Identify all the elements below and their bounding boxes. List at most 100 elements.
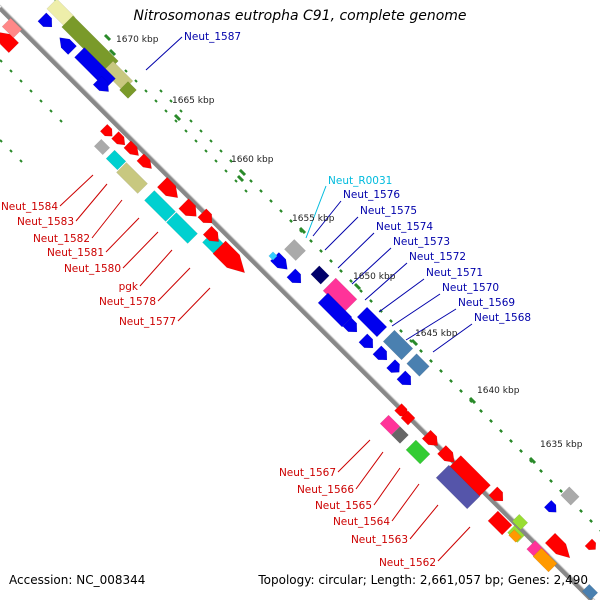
- scale-label: 1655 kbp: [292, 214, 335, 224]
- major-tick: [468, 396, 477, 405]
- gene-feature: [356, 306, 388, 338]
- gene-label[interactable]: Neut_1576: [343, 189, 400, 201]
- gene-feature: [437, 445, 455, 463]
- tick-dot: [159, 89, 163, 93]
- tick-dot: [279, 209, 283, 213]
- gene-label[interactable]: Neut_1569: [458, 297, 515, 309]
- scale-label: 1645 kbp: [415, 329, 458, 339]
- tick-dot: [319, 249, 323, 253]
- gene-label[interactable]: Neut_1583: [17, 216, 74, 228]
- gene-feature: [144, 190, 176, 222]
- gene-label[interactable]: Neut_1587: [184, 31, 241, 43]
- gene-feature: [488, 486, 504, 502]
- gene-feature: [111, 131, 126, 146]
- gene-label[interactable]: Neut_1564: [333, 516, 390, 528]
- gene-label[interactable]: Neut_1578: [99, 296, 156, 308]
- tick-dot: [174, 119, 178, 123]
- scale-label: 1665 kbp: [172, 96, 215, 106]
- gene-label[interactable]: Neut_1568: [474, 312, 531, 324]
- label-connector-line: [391, 483, 420, 522]
- tick-dot: [559, 489, 563, 493]
- tick-dot: [194, 139, 198, 143]
- gene-label[interactable]: Neut_1565: [315, 500, 372, 512]
- gene-feature: [511, 513, 529, 531]
- gene-feature: [105, 149, 127, 171]
- gene-feature: [543, 499, 557, 513]
- tick-dot: [499, 429, 503, 433]
- gene-feature: [372, 345, 388, 361]
- label-connector-line: [145, 36, 183, 71]
- gene-feature: [386, 359, 400, 373]
- gene-label[interactable]: Neut_1562: [379, 557, 436, 569]
- label-connector-line: [409, 504, 439, 540]
- gene-feature: [406, 353, 430, 377]
- gene-feature: [212, 240, 246, 274]
- gene-label[interactable]: Neut_1580: [64, 263, 121, 275]
- label-connector-line: [373, 467, 401, 506]
- gene-feature: [584, 538, 597, 551]
- gene-label[interactable]: Neut_1575: [360, 205, 417, 217]
- label-connector-line: [157, 267, 191, 302]
- tick-dot: [9, 149, 13, 153]
- gene-label[interactable]: Neut_1570: [442, 282, 499, 294]
- major-tick: [353, 282, 362, 291]
- label-connector-line: [91, 199, 123, 239]
- gene-label[interactable]: Neut_1582: [33, 233, 90, 245]
- tick-dot: [289, 219, 293, 223]
- tick-dot: [164, 109, 168, 113]
- scale-label: 1650 kbp: [353, 272, 396, 282]
- major-tick: [108, 48, 117, 57]
- gene-feature: [405, 439, 431, 465]
- tick-dot: [179, 109, 183, 113]
- tick-dot: [439, 369, 443, 373]
- tick-dot: [219, 149, 223, 153]
- major-tick: [103, 33, 112, 42]
- gene-label[interactable]: Neut_1572: [409, 251, 466, 263]
- tick-dot: [509, 439, 513, 443]
- tick-dot: [49, 109, 53, 113]
- label-connector-line: [355, 451, 384, 490]
- tick-dot: [459, 389, 463, 393]
- gene-label[interactable]: Neut_1577: [119, 316, 176, 328]
- gene-feature: [116, 162, 148, 194]
- gene-feature: [342, 317, 358, 333]
- gene-label[interactable]: Neut_1567: [279, 467, 336, 479]
- gene-label[interactable]: pgk: [119, 281, 139, 293]
- gene-feature: [487, 510, 513, 536]
- gene-label[interactable]: Neut_1581: [47, 247, 104, 259]
- tick-dot: [349, 279, 353, 283]
- tick-dot: [124, 69, 128, 73]
- tick-dot: [204, 149, 208, 153]
- tick-dot: [519, 449, 523, 453]
- gene-feature: [396, 370, 412, 386]
- label-connectors: [59, 36, 473, 562]
- gene-labels: Neut_1587Neut_1584Neut_1583Neut_1582Neut…: [1, 31, 531, 569]
- gene-label[interactable]: Neut_1574: [376, 221, 433, 233]
- topology-text: Topology: circular; Length: 2,661,057 bp…: [258, 573, 588, 587]
- gene-label[interactable]: Neut_R0031: [328, 175, 392, 187]
- gene-feature: [166, 212, 198, 244]
- tick-dot: [579, 509, 583, 513]
- tick-dot: [589, 519, 593, 523]
- label-connector-line: [75, 183, 108, 222]
- scale-label: 1635 kbp: [540, 440, 583, 450]
- scale-label: 1660 kbp: [231, 155, 274, 165]
- gene-feature: [286, 268, 302, 284]
- gene-feature: [99, 123, 113, 137]
- gene-label[interactable]: Neut_1571: [426, 267, 483, 279]
- tick-dot: [249, 179, 253, 183]
- map-title: Nitrosomonas eutropha C91, complete geno…: [133, 8, 467, 24]
- genome-backbone: [0, 4, 596, 600]
- gene-label[interactable]: Neut_1566: [297, 484, 354, 496]
- tick-dot: [154, 99, 158, 103]
- gene-label[interactable]: Neut_1563: [351, 534, 408, 546]
- tick-dot: [19, 159, 23, 163]
- major-tick: [410, 338, 419, 347]
- gene-label[interactable]: Neut_1584: [1, 201, 58, 213]
- gene-feature: [119, 81, 137, 99]
- gene-label[interactable]: Neut_1573: [393, 236, 450, 248]
- tick-dot: [479, 409, 483, 413]
